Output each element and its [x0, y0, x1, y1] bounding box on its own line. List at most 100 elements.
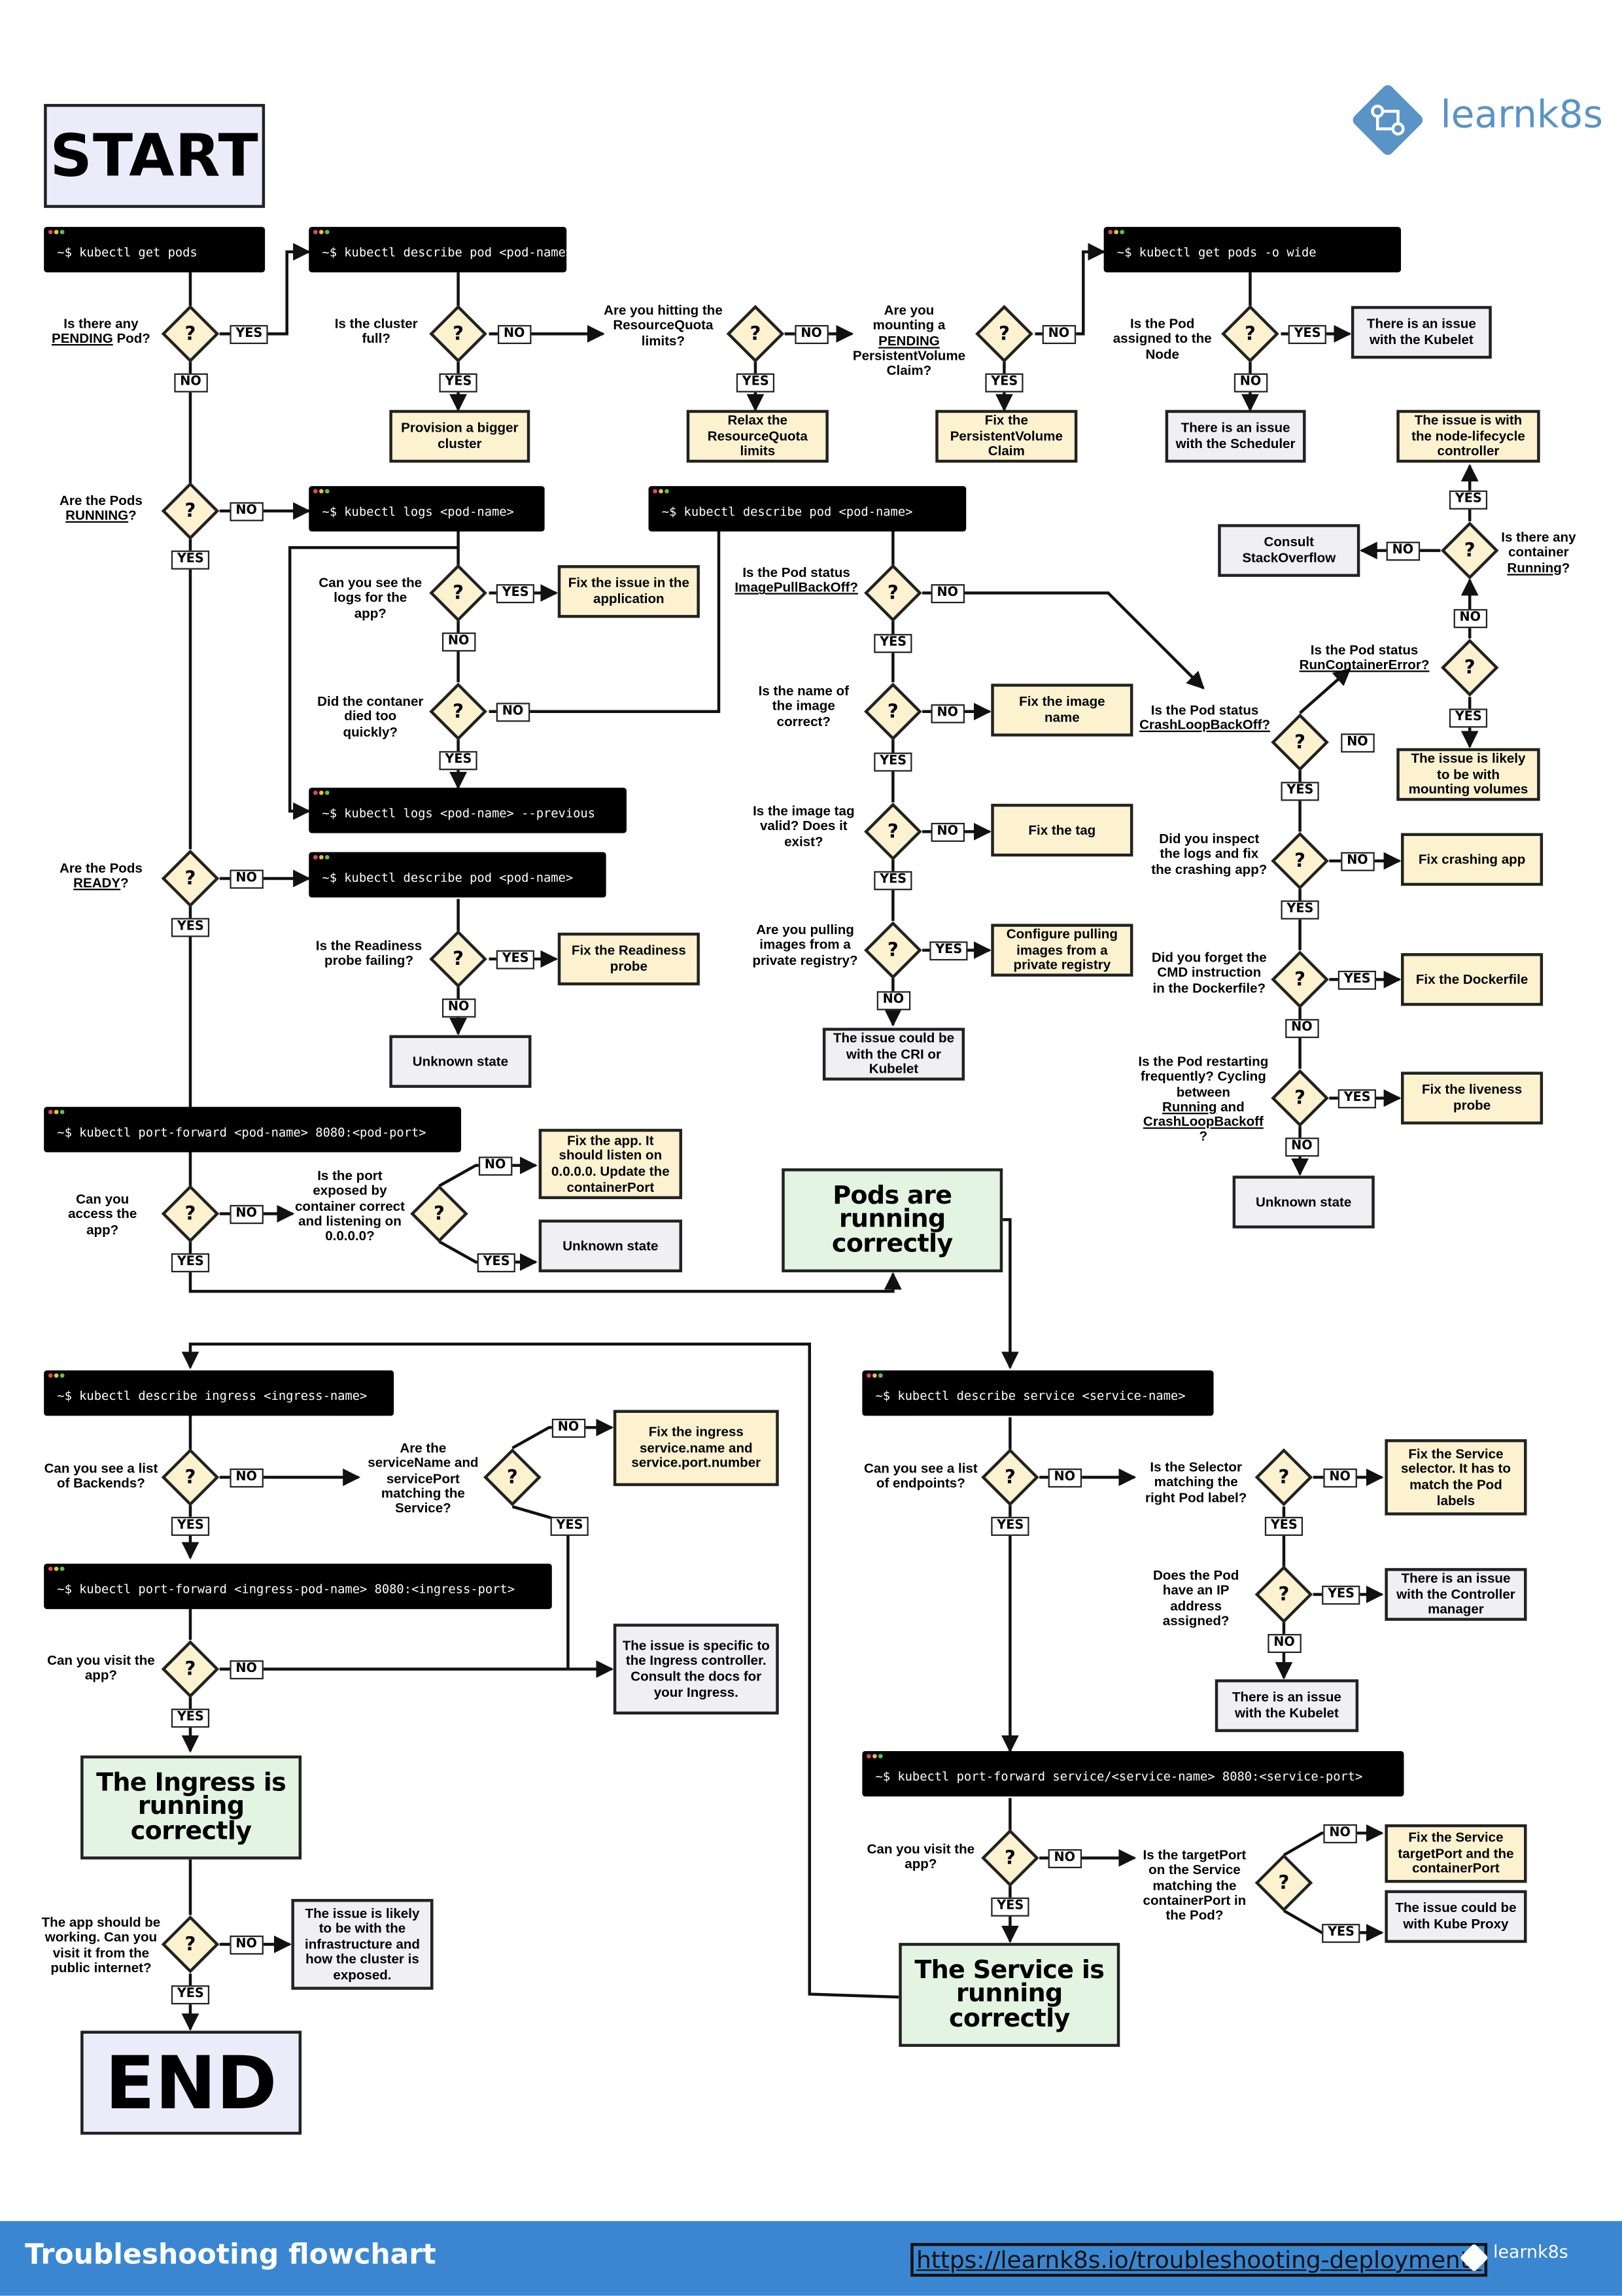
outcome-kubelet-1: There is an issue with the Kubelet: [1351, 305, 1492, 359]
outcome-ingress-specific: The issue is specific to the Ingress con…: [613, 1624, 779, 1715]
decision-backends: ?: [161, 1448, 220, 1507]
outcome-unknown-2: Unknown state: [389, 1035, 532, 1088]
q-keyword: CrashLoopBackoff: [1143, 1114, 1264, 1130]
terminal-port-forward-pod: ~$ kubectl port-forward <pod-name> 8080:…: [44, 1107, 462, 1153]
terminal-describe-ingress: ~$ kubectl describe ingress <ingress-nam…: [44, 1370, 394, 1416]
yes-label: YES: [1288, 324, 1327, 344]
q-keyword: CrashLoopBackOff?: [1139, 718, 1271, 733]
terminal-command: ~$ kubectl port-forward <pod-name> 8080:…: [57, 1124, 426, 1139]
q-keyword: RunContainerError?: [1299, 657, 1430, 673]
no-label: NO: [496, 703, 530, 722]
decision-endpoints: ?: [981, 1448, 1040, 1507]
no-label: NO: [230, 1935, 263, 1955]
decision-pvc: ?: [975, 305, 1034, 364]
no-label: NO: [230, 502, 263, 521]
outcome-pods-running: Pods are running correctly: [782, 1168, 1003, 1273]
outcome-unknown-3: Unknown state: [538, 1219, 683, 1273]
no-label: NO: [1285, 1018, 1319, 1038]
outcome-kubelet-2: There is an issue with the Kubelet: [1215, 1679, 1359, 1732]
question-visit-service: Can you visit the app?: [867, 1841, 975, 1872]
outcome-unknown-1: Unknown state: [1232, 1175, 1375, 1228]
question-public-internet: The app should be working. Can you visit…: [41, 1915, 161, 1975]
no-label: NO: [1386, 542, 1419, 561]
yes-label: YES: [171, 1709, 210, 1728]
terminal-port-forward-ingress: ~$ kubectl port-forward <ingress-pod-nam…: [44, 1563, 552, 1609]
outcome-fix-targetport: Fix the Service targetPort and the conta…: [1385, 1824, 1527, 1883]
question-mark: ?: [1004, 1466, 1016, 1489]
terminal-describe-pod-2: ~$ kubectl describe pod <pod-name>: [648, 486, 967, 532]
question-mark: ?: [1278, 1583, 1290, 1606]
question-mark: ?: [750, 322, 761, 345]
start-node: START: [44, 103, 266, 208]
q-text: PersistentVolumeClaim?: [852, 348, 966, 378]
terminal-logs: ~$ kubectl logs <pod-name>: [309, 486, 545, 532]
question-mark: ?: [887, 820, 899, 843]
terminal-command: ~$ kubectl describe ingress <ingress-nam…: [57, 1387, 368, 1402]
question-mark: ?: [1294, 1087, 1306, 1109]
terminal-command: ~$ kubectl describe pod <pod-name>: [661, 503, 913, 518]
terminal-command: ~$ kubectl describe pod <pod-name>: [322, 869, 574, 884]
question-mark: ?: [434, 1202, 445, 1225]
no-label: NO: [230, 1660, 263, 1680]
decision-image-name: ?: [864, 682, 923, 741]
yes-label: YES: [985, 373, 1024, 392]
question-mark: ?: [453, 948, 464, 970]
no-label: NO: [551, 1418, 585, 1438]
yes-label: YES: [171, 1985, 210, 2005]
no-label: NO: [1268, 1633, 1301, 1654]
terminal-get-pods-wide: ~$ kubectl get pods -o wide: [1103, 226, 1402, 273]
no-label: NO: [230, 1205, 263, 1225]
question-mark: ?: [453, 701, 464, 723]
decision-private-registry: ?: [864, 921, 923, 980]
terminal-command: ~$ kubectl port-forward <ingress-pod-nam…: [57, 1580, 515, 1596]
question-mark: ?: [184, 500, 196, 522]
yes-label: YES: [496, 950, 535, 969]
decision-cmd: ?: [1271, 950, 1330, 1009]
q-keyword: RUNNING: [65, 508, 129, 523]
no-label: NO: [441, 632, 475, 652]
terminal-command: ~$ kubectl logs <pod-name>: [322, 503, 514, 518]
question-assigned: Is the Pod assigned to the Node: [1113, 316, 1212, 361]
no-label: NO: [1453, 609, 1487, 629]
q-text: Is the Pod status: [1150, 703, 1259, 718]
q-keyword: ImagePullBackOff?: [734, 580, 858, 595]
outcome-fix-app-issue: Fix the issue in the application: [557, 565, 700, 618]
outcome-fix-app-listen: Fix the app. It should listen on 0.0.0.0…: [538, 1128, 683, 1200]
terminal-describe-pod-3: ~$ kubectl describe pod <pod-name>: [309, 852, 606, 898]
q-keyword: PENDING: [52, 331, 113, 346]
terminal-command: ~$ kubectl get pods: [57, 244, 198, 259]
decision-assigned: ?: [1221, 305, 1280, 364]
no-label: NO: [1234, 373, 1268, 392]
outcome-fix-crashing: Fix crashing app: [1401, 833, 1544, 886]
decision-inspect-logs: ?: [1271, 831, 1330, 890]
question-image-tag: Is the image tag valid? Does it exist?: [753, 803, 855, 849]
no-label: NO: [441, 998, 475, 1018]
question-mark: ?: [1294, 968, 1306, 991]
q-keyword: READY: [73, 876, 121, 891]
q-text: Is the Pod restarting frequently? Cyclin…: [1138, 1054, 1269, 1100]
q-text: Are the Pods: [59, 861, 143, 876]
terminal-command: ~$ kubectl describe pod <pod-name>: [322, 244, 574, 259]
yes-label: YES: [991, 1897, 1030, 1917]
learnk8s-small-logo-icon: [1460, 2244, 1488, 2271]
yes-label: YES: [1281, 782, 1320, 801]
decision-visit-service: ?: [981, 1829, 1040, 1888]
yes-label: YES: [1449, 490, 1488, 510]
yes-label: YES: [874, 752, 913, 772]
question-mark: ?: [184, 1933, 196, 1956]
question-cmd: Did you forget the CMD instruction in th…: [1151, 950, 1267, 996]
decision-see-logs: ?: [429, 564, 488, 623]
outcome-fix-pvc: Fix the PersistentVolume Claim: [935, 409, 1078, 463]
question-mark: ?: [1004, 1847, 1016, 1870]
terminal-describe-service: ~$ kubectl describe service <service-nam…: [862, 1370, 1214, 1416]
no-label: NO: [931, 822, 964, 843]
yes-label: YES: [171, 550, 210, 570]
outcome-controller-manager: There is an issue with the Controller ma…: [1385, 1568, 1527, 1621]
decision-ready: ?: [161, 849, 220, 908]
no-label: NO: [876, 991, 910, 1011]
footer-url-link[interactable]: https://learnk8s.io/troubleshooting-depl…: [910, 2243, 1488, 2277]
decision-died-quickly: ?: [429, 682, 488, 741]
